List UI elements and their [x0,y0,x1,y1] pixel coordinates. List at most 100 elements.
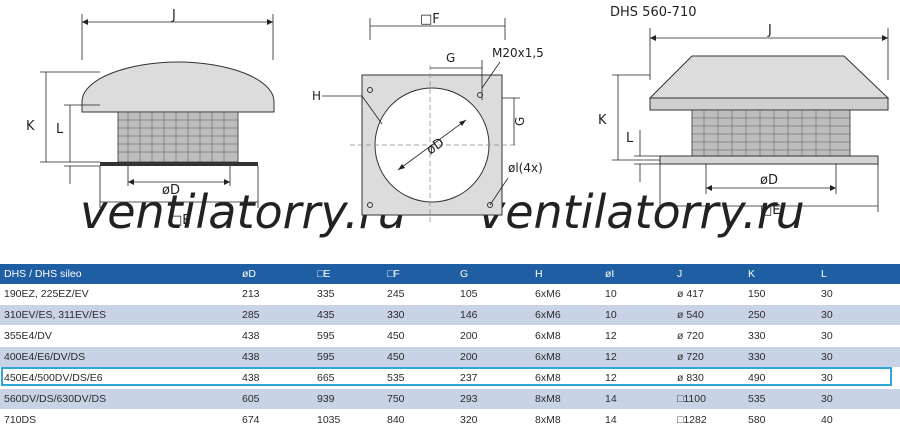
cell-g: 237 [456,367,531,389]
cell-i: 10 [601,304,673,326]
cell-h: 8xM8 [531,388,601,410]
cell-l: 30 [817,304,900,326]
cell-l: 30 [817,367,900,389]
header-k: K [744,264,817,284]
cell-k: 490 [744,367,817,389]
header-h: H [531,264,601,284]
cell-model: 710DS [0,409,238,431]
cell-f: 245 [383,284,456,305]
right-label-l: L [626,131,634,146]
cell-h: 6xM6 [531,304,601,326]
middle-label-g-side: G [513,117,527,126]
cell-j: ø 417 [673,284,744,305]
cell-f: 750 [383,388,456,410]
cell-i: 12 [601,346,673,368]
cell-j: ø 720 [673,346,744,368]
middle-label-g-top: G [446,51,455,65]
right-label-j: J [767,23,772,38]
cell-i: 14 [601,388,673,410]
cell-d: 674 [238,409,313,431]
header-f: □F [383,264,456,284]
middle-label-h: H [312,89,321,103]
cell-j: ø 540 [673,304,744,326]
cell-d: 438 [238,325,313,347]
cell-g: 293 [456,388,531,410]
cell-k: 330 [744,346,817,368]
cell-k: 330 [744,325,817,347]
dimensions-table: DHS / DHS sileo øD □E □F G H øI J K L 19… [0,264,900,431]
cell-model: 560DV/DS/630DV/DS [0,388,238,410]
cell-i: 10 [601,284,673,305]
cell-g: 146 [456,304,531,326]
right-label-k: K [598,113,607,128]
cell-model: 355E4/DV [0,325,238,347]
cell-d: 213 [238,284,313,305]
left-label-j: J [171,8,176,23]
watermark-right: ventilatorry.ru [478,185,805,239]
cell-l: 30 [817,346,900,368]
table-row: 560DV/DS/630DV/DS 605 939 750 293 8xM8 1… [0,388,900,410]
cell-k: 150 [744,284,817,305]
cell-f: 330 [383,304,456,326]
cell-e: 939 [313,388,383,410]
cell-l: 30 [817,284,900,305]
cell-g: 200 [456,346,531,368]
cell-f: 840 [383,409,456,431]
technical-drawings: ventilatorry.ru ventilatorry.ru J K L [26,5,890,239]
table-row-highlighted: 450E4/500DV/DS/E6 438 665 535 237 6xM8 1… [0,367,900,389]
cell-k: 250 [744,304,817,326]
cell-model: 310EV/ES, 311EV/ES [0,304,238,326]
left-label-l: L [56,122,64,137]
cell-f: 450 [383,346,456,368]
table-row: 190EZ, 225EZ/EV 213 335 245 105 6xM6 10 … [0,284,900,305]
cell-h: 6xM8 [531,325,601,347]
cell-g: 200 [456,325,531,347]
table-header-row: DHS / DHS sileo øD □E □F G H øI J K L [0,264,900,284]
header-j: J [673,264,744,284]
cell-k: 535 [744,388,817,410]
cell-e: 1035 [313,409,383,431]
cell-f: 450 [383,325,456,347]
left-label-d: øD [162,183,180,198]
cell-h: 6xM6 [531,284,601,305]
left-label-e: □E [170,213,191,228]
left-label-k: K [26,119,35,134]
cell-l: 30 [817,388,900,410]
cell-j: □1100 [673,388,744,410]
cell-g: 320 [456,409,531,431]
header-i: øI [601,264,673,284]
middle-top-view: □F øD G M20x1,5 G H øl(4x) [312,12,544,225]
cell-g: 105 [456,284,531,305]
cell-e: 595 [313,325,383,347]
cell-e: 335 [313,284,383,305]
cell-h: 6xM8 [531,367,601,389]
header-g: G [456,264,531,284]
table-row: 310EV/ES, 311EV/ES 285 435 330 146 6xM6 … [0,304,900,326]
cell-i: 12 [601,367,673,389]
cell-d: 605 [238,388,313,410]
cell-f: 535 [383,367,456,389]
right-label-e: □E [760,203,781,218]
header-d: øD [238,264,313,284]
middle-label-m: M20x1,5 [492,46,544,60]
cell-k: 580 [744,409,817,431]
table-row: 355E4/DV 438 595 450 200 6xM8 12 ø 720 3… [0,325,900,347]
cell-model: 450E4/500DV/DS/E6 [0,367,238,389]
cell-d: 438 [238,367,313,389]
cell-h: 8xM8 [531,409,601,431]
cell-h: 6xM8 [531,346,601,368]
header-model: DHS / DHS sileo [0,264,238,284]
right-side-view: DHS 560-710 J K L [598,5,890,218]
cell-l: 30 [817,325,900,347]
watermark-left: ventilatorry.ru [80,185,407,239]
table-row: 400E4/E6/DV/DS 438 595 450 200 6xM8 12 ø… [0,346,900,368]
cell-d: 438 [238,346,313,368]
cell-model: 400E4/E6/DV/DS [0,346,238,368]
cell-e: 595 [313,346,383,368]
middle-label-f: □F [420,12,440,27]
cell-i: 12 [601,325,673,347]
cell-d: 285 [238,304,313,326]
left-side-view: J K L øD □E [26,8,275,228]
model-title: DHS 560-710 [610,5,697,20]
table-row: 710DS 674 1035 840 320 8xM8 14 □1282 580… [0,409,900,431]
